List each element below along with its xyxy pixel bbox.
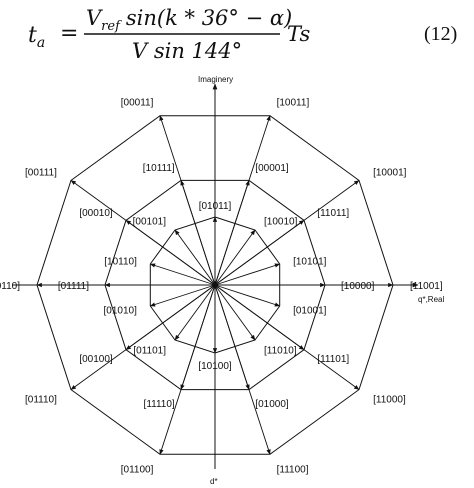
eq-den: V sin 144° <box>132 39 242 63</box>
inner-vector-label-0: [01011] <box>199 201 232 212</box>
middle-vector-label-9: [00010] <box>79 208 113 219</box>
eq-tail: Ts <box>287 22 310 46</box>
inner-vector-8 <box>149 263 216 286</box>
outer-vector-label-9: [00111] <box>25 168 57 179</box>
middle-vector-2 <box>214 219 305 286</box>
axis-imag-label: Imaginery <box>198 75 233 84</box>
eq-number: (12) <box>424 23 457 45</box>
eq-num-rest: sin(k * 36° − α) <box>126 6 292 30</box>
inner-vector-label-7: [01010] <box>104 306 138 317</box>
outer-vector-label-8: [00110] <box>0 281 20 292</box>
middle-vector-label-1: [00001] <box>255 163 289 174</box>
eq-num-v: V <box>86 6 103 30</box>
inner-vector-6 <box>174 284 216 341</box>
middle-vector-label-8: [01111] <box>58 281 89 292</box>
outer-vector-label-6: [01100] <box>121 465 154 476</box>
middle-vector-4 <box>214 284 305 351</box>
eq-lhs: t <box>28 23 37 48</box>
middle-vector-label-4: [11101] <box>317 354 349 365</box>
middle-vector-label-0: [10111] <box>143 163 175 174</box>
inner-vector-label-3: [01001] <box>293 306 327 317</box>
inner-vector-label-4: [11010] <box>264 346 297 357</box>
inner-vector-3 <box>214 284 281 307</box>
outer-vector-label-1: [10011] <box>277 97 310 108</box>
middle-vector-9 <box>125 219 216 286</box>
inner-vector-1 <box>214 229 256 286</box>
middle-vector-5 <box>214 284 250 391</box>
svg-text:=: = <box>60 21 78 46</box>
middle-vector-label-2: [11011] <box>317 208 349 219</box>
middle-vector-1 <box>214 179 250 286</box>
inner-vector-2 <box>214 263 281 286</box>
eq-num-sub: ref <box>101 19 122 34</box>
eq-lhs-sub: a <box>37 35 45 51</box>
middle-vector-label-7: [00100] <box>79 354 113 365</box>
inner-vector-label-9: [00101] <box>133 216 167 227</box>
label-group: [00011] [10011] [10001] [11001] [11000] [1110… <box>0 97 443 475</box>
inner-vector-label-5: [10100] <box>198 361 232 372</box>
middle-vector-6 <box>180 284 216 391</box>
axis-real-label: q*,Real <box>418 295 444 304</box>
outer-vector-label-4: [11000] <box>373 394 406 405</box>
outer-vector-label-7: [01110] <box>25 394 57 405</box>
inner-vector-7 <box>149 284 216 307</box>
inner-vector-9 <box>174 229 216 286</box>
inner-vector-label-6: [01101] <box>133 346 166 357</box>
inner-vector-label-2: [10101] <box>293 256 327 267</box>
middle-vector-label-6: [11110] <box>144 399 175 410</box>
middle-vector-label-3: [10000] <box>341 281 375 292</box>
inner-vector-4 <box>214 284 256 341</box>
inner-vector-label-8: [10110] <box>104 256 137 267</box>
outer-vector-label-0: [00011] <box>121 97 154 108</box>
svg-text:ta: ta <box>28 23 45 51</box>
inner-vector-label-1: [10010] <box>264 216 298 227</box>
axes-group: Imaginery q*,Real d* <box>12 75 444 486</box>
middle-vector-0 <box>180 179 216 286</box>
outer-vector-label-3: [11001] <box>410 281 443 292</box>
space-vector-diagram: Imaginery q*,Real d* [00011] [10011] [1000… <box>0 75 444 486</box>
outer-vector-label-2: [10001] <box>373 168 407 179</box>
axis-down-label: d* <box>210 477 218 486</box>
middle-vector-7 <box>125 284 216 351</box>
middle-vector-label-5: [01000] <box>255 399 289 410</box>
outer-vector-label-5: [11100] <box>277 465 309 476</box>
